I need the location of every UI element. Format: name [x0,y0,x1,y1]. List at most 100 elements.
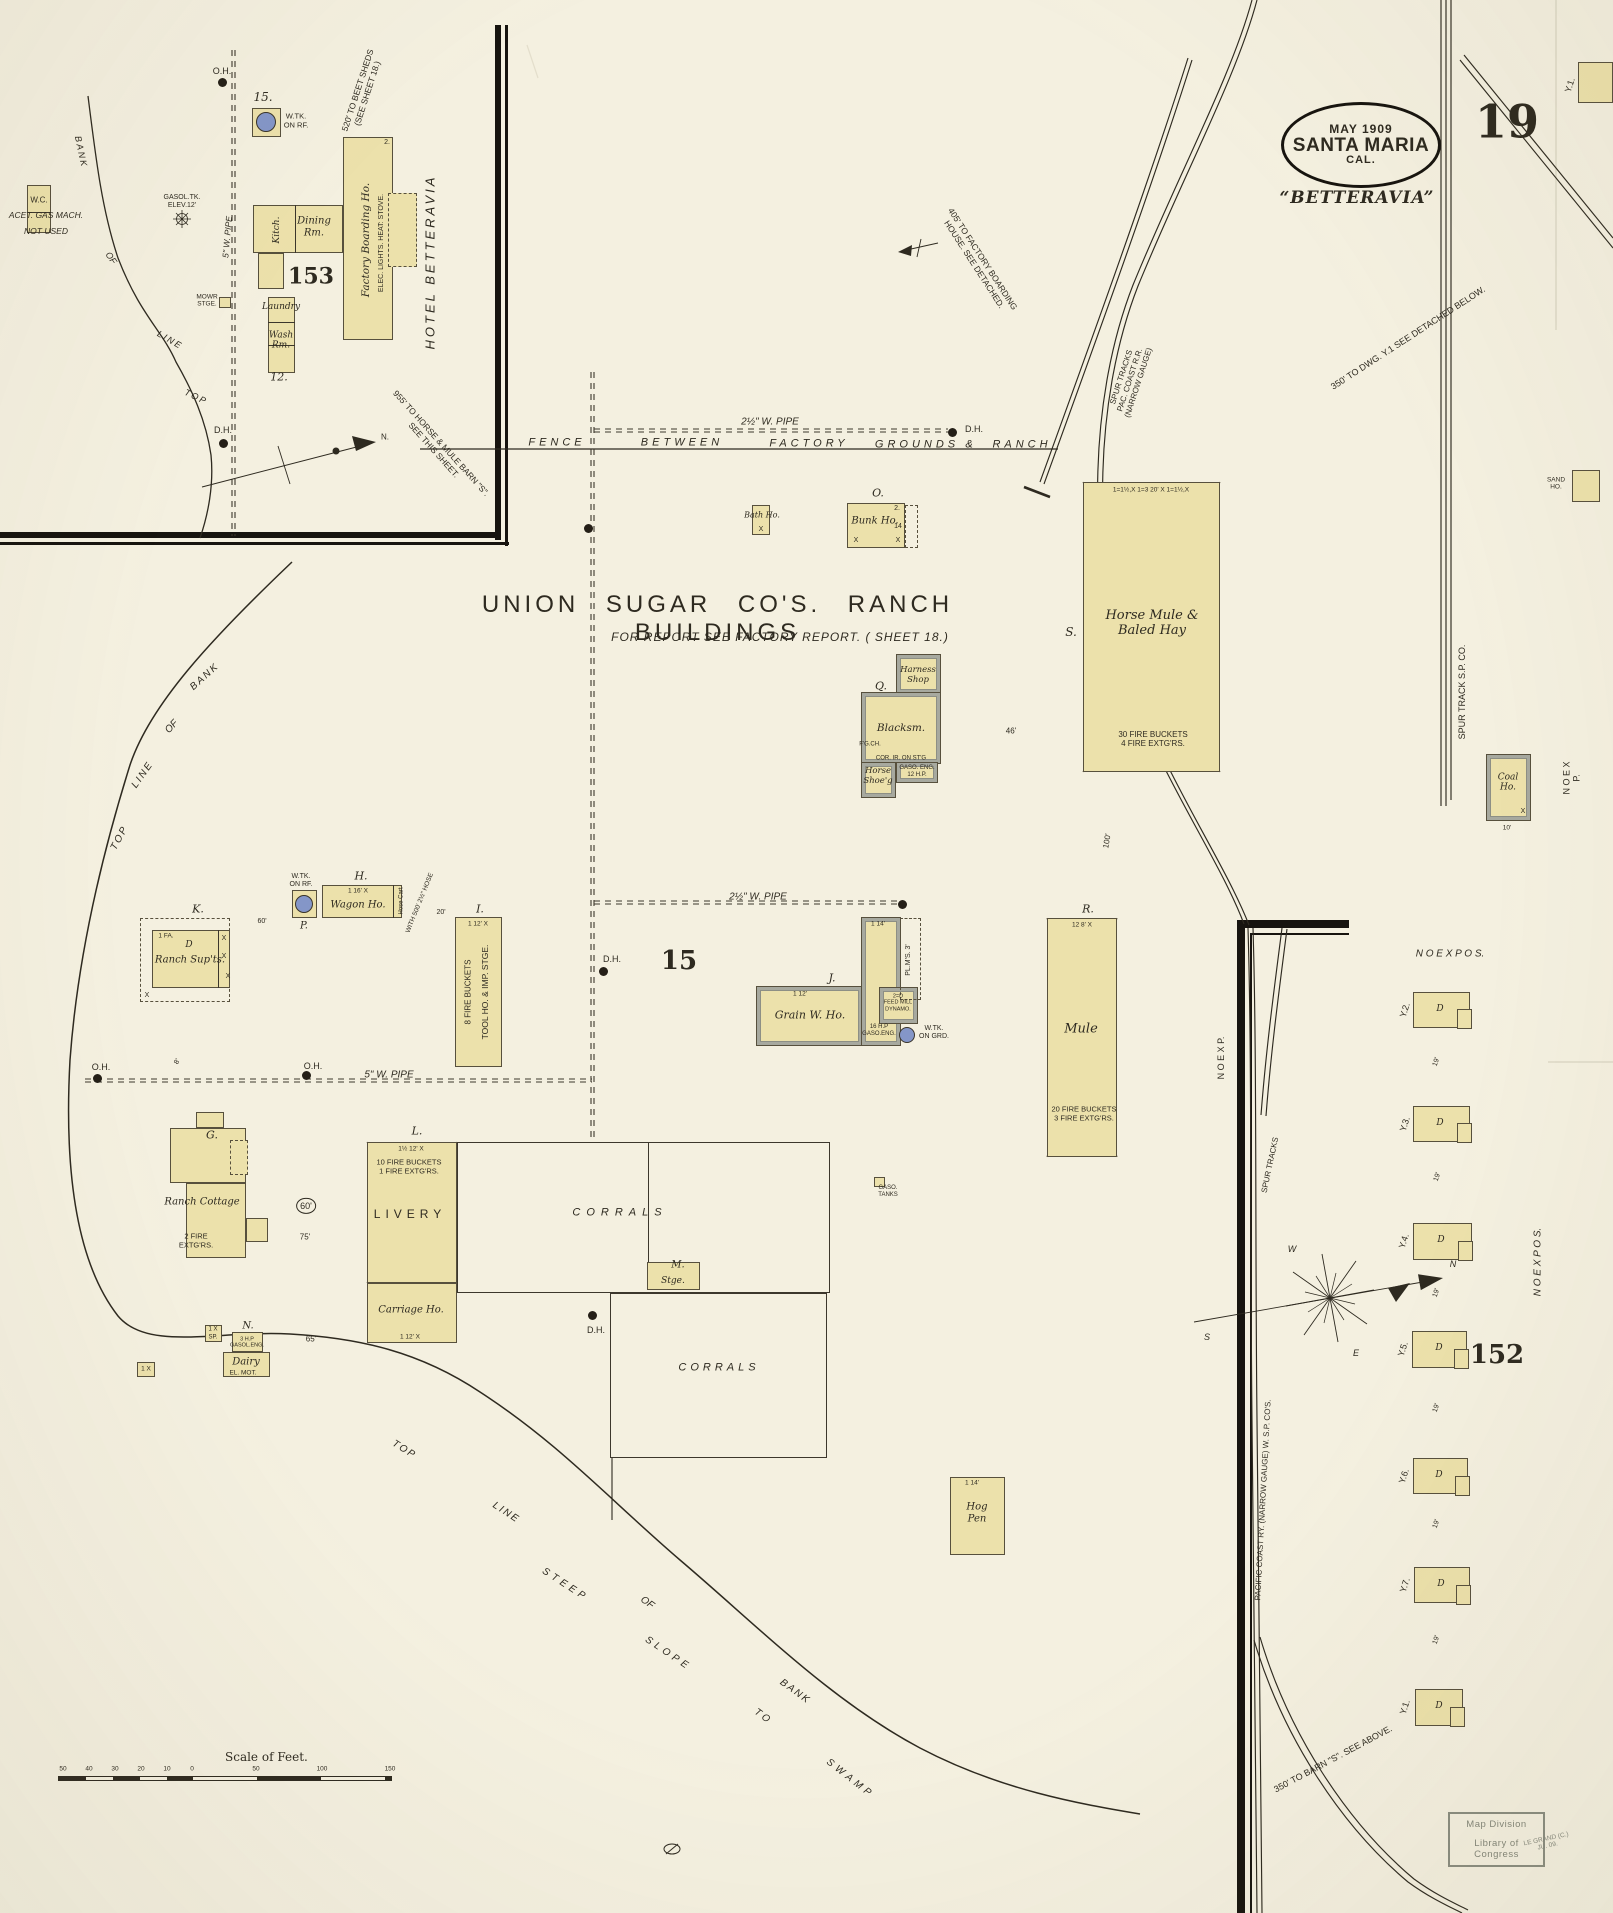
p-label: P. [300,920,308,932]
fence-word: FENCE [528,436,586,449]
sp-box-mark: 1 X [208,1326,218,1333]
corrals-1: CORRALS [572,1206,668,1219]
inset-border-bottom-outer [0,532,501,538]
bank-curve-main [67,561,1141,1815]
y4-dwelling: D [1437,1234,1445,1245]
gaso-engine-q: GASO. ENG. 12 H.P. [899,765,935,778]
sheet-number: 19 [1474,94,1540,149]
gaso-engine-bld [897,763,937,782]
north-arrow-inset [201,436,376,488]
spur-track-sp: SPUR TRACK S.P. CO. [1456,644,1467,740]
coal-house-bld [1487,755,1530,820]
grain-warehouse-bld [757,987,862,1045]
scale-150: 150 [384,1765,396,1773]
boarding-ref-arrow [898,238,939,258]
electric-motor: EL. MOT. [229,1369,257,1377]
mule-barn: Mule [1064,1021,1098,1037]
y6-dwelling: D [1435,1469,1443,1480]
dairy-engine: 3 H.P GASOL.ENG. [230,1336,264,1349]
i-top: 1 12' X [467,920,489,928]
bath-house-bld [752,505,770,535]
pipe25-label: 2½" W. PIPE [741,416,799,428]
dim-60b: 60' [257,917,267,925]
library-stamp: Map Division Library of Congress [1448,1812,1545,1867]
dh-inset: D.H. [214,424,232,435]
i-buckets: 8 FIRE BUCKETS [463,959,473,1025]
mule-note: 20 FIRE BUCKETS 3 FIRE EXTG'RS. [1051,1104,1117,1122]
cottage-note: 2 FIRE EXTG'RS. [178,1231,214,1249]
bunk-x2: X [895,536,901,544]
sp-box-label: SP. [208,1334,218,1341]
ranch-supts: Ranch Sup'ts. [154,954,226,966]
dh-corral: D.H. [587,1324,605,1335]
panel-border-left-inner [1250,933,1252,1913]
scale-50a: 50 [59,1765,67,1773]
scale-100: 100 [316,1765,328,1773]
dim-65: 65' [305,1334,317,1344]
map-city: SANTA MARIA [1292,134,1430,156]
sand-house-bld [1572,470,1600,502]
wagon-house-bld [322,885,402,918]
laundry-div1 [268,322,295,323]
factory-boarding: Factory Boarding Ho. [359,182,372,298]
mowr-stge: MOWR STGE. [196,293,218,308]
oh-dot-mid [301,1070,311,1080]
gasoline-tank-icon [173,210,191,228]
y2-dwelling: D [1436,1003,1444,1014]
y5-wing [1454,1349,1469,1369]
bunk-extension [905,505,918,548]
cottage-e [230,1140,248,1175]
dining-room: Dining Rm. [297,215,331,239]
y3-dwelling: D [1436,1117,1444,1128]
no-expos-top: N O E X P O S. [1415,948,1485,960]
water-tank-15 [256,112,276,132]
tank15-number: 15. [253,90,273,105]
livery: LIVERY [373,1207,447,1222]
kitchen-annex [258,253,284,289]
wc-label: W.C. [30,195,48,205]
mule-barn-bld [1047,918,1117,1157]
block-15: 15 [660,946,698,977]
pipe-end-dot [897,899,907,909]
oh-mid: O.H. [303,1060,323,1071]
feed-mill-room [880,988,917,1023]
s-barn-note: 30 FIRE BUCKETS 4 FIRE EXTG'RS. [1118,729,1188,748]
o-label: O. [872,486,884,500]
dh-dot-inset [218,438,228,448]
hose-cart: Hose Cart [398,887,405,915]
horse-shoeing-bld [862,763,895,797]
north-inset: N. [381,432,389,442]
dairy: Dairy [232,1356,260,1368]
grain-top: 1 12' [793,990,807,998]
blacksmith-bld [862,693,940,763]
block-153: 153 [288,263,334,290]
pipe25b-label: 2½" W. PIPE [729,891,787,903]
number-12: 12. [270,370,288,384]
gaso-16hp: 16 H.P GASO.ENG. [862,1024,896,1037]
dairy-main [223,1352,270,1377]
scale-label: Scale of Feet. [225,1750,308,1764]
scale-bar-left [58,1776,192,1781]
stamp-line1: Map Division [1466,1819,1527,1830]
bunk-house-bld [847,503,905,548]
sp-box [205,1325,222,1342]
grain-warehouse: Grain W. Ho. [774,1008,846,1022]
inset-border-right-inner [505,25,508,546]
s-label: S. [1065,625,1077,640]
dh-fence: D.H. [965,423,983,434]
cottage-d [246,1218,268,1242]
i-toolhouse: TOOL HO. & IMP. STGE. [480,944,491,1040]
water-pipe-lines [85,50,948,1142]
between-word: BETWEEN [640,436,724,449]
gaso-tanks: GASO. TANKS [878,1185,898,1198]
scale-30: 30 [111,1765,119,1773]
livery-note: 10 FIRE BUCKETS 1 FIRE EXTG'RS. [376,1157,442,1175]
grain-wing [862,918,900,1045]
h-label: H. [354,869,368,883]
kitchen-dining [253,205,343,253]
panel-border-top-inner [1250,933,1349,935]
coal-x: X [1520,807,1526,815]
wash-room: Wash Rm. [268,330,294,351]
